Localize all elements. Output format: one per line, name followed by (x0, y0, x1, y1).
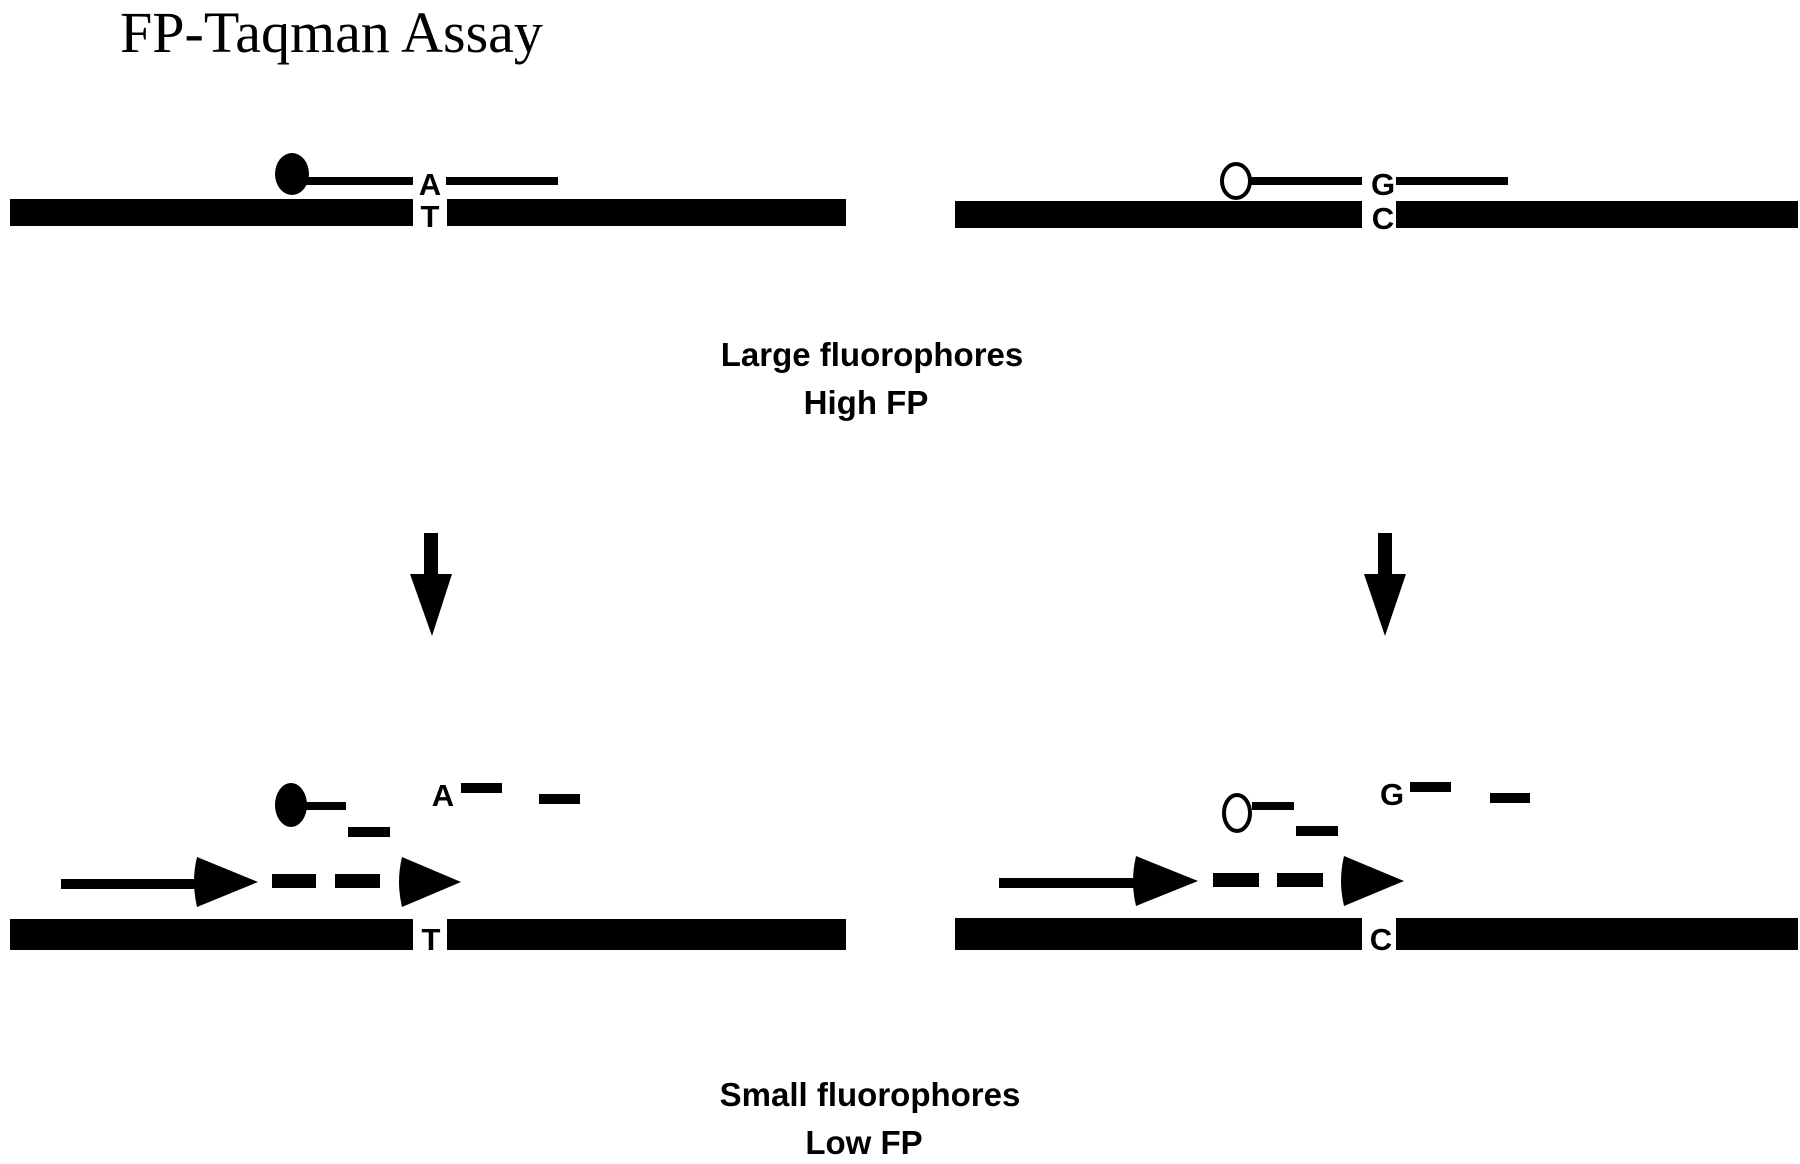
template-base: C (1370, 922, 1392, 957)
top-left-panel: T A (10, 153, 846, 234)
top-right-panel: C G (955, 162, 1798, 236)
probe-fragment (1296, 826, 1338, 836)
caption-after-line2: Low FP (805, 1124, 922, 1161)
probe-line-right (1396, 177, 1508, 185)
template-strand-right-segment (447, 919, 846, 950)
template-base: T (422, 922, 441, 957)
extension-dash (1213, 873, 1259, 887)
right-arrow-icon (399, 857, 461, 907)
extension-dash (1277, 873, 1323, 887)
template-strand-left-segment (955, 918, 1362, 950)
probe-fragment (461, 783, 502, 793)
right-arrow-icon (61, 857, 258, 907)
caption-before-line1: Large fluorophores (721, 336, 1024, 373)
template-strand-left-segment (10, 919, 413, 950)
template-strand-left-segment (955, 201, 1362, 228)
open-circle-icon (1222, 793, 1252, 833)
probe-base: G (1380, 777, 1404, 812)
probe-base: G (1371, 167, 1395, 202)
extension-dash (335, 874, 380, 888)
probe-fragment (348, 827, 390, 837)
template-strand-right-segment (1396, 201, 1798, 228)
template-strand-right-segment (1396, 918, 1798, 950)
probe-base: A (432, 778, 454, 813)
probe-fragment (304, 802, 346, 810)
probe-fragment (539, 794, 580, 804)
probe-base: A (419, 167, 441, 202)
extension-dash (272, 874, 316, 888)
bottom-right-panel: G C (955, 777, 1798, 957)
filled-circle-icon (275, 153, 309, 195)
down-arrow-icon (410, 533, 452, 636)
bottom-left-panel: A T (10, 778, 846, 957)
caption-after-line1: Small fluorophores (720, 1076, 1021, 1113)
probe-fragment (1490, 793, 1530, 803)
filled-circle-icon (275, 783, 307, 827)
template-base: C (1372, 201, 1394, 236)
template-strand-left-segment (10, 199, 413, 226)
template-strand-right-segment (447, 199, 846, 226)
probe-line-right (446, 177, 558, 185)
caption-before-line2: High FP (804, 384, 929, 421)
probe-line-left (305, 177, 413, 185)
template-base: T (421, 199, 440, 234)
right-arrow-icon (1341, 856, 1404, 906)
right-arrow-icon (999, 856, 1198, 906)
down-arrow-icon (1364, 533, 1406, 636)
diagram-title: FP-Taqman Assay (120, 0, 543, 65)
probe-line-left (1250, 177, 1362, 185)
open-circle-icon (1220, 162, 1252, 200)
probe-fragment (1410, 782, 1451, 792)
probe-fragment (1252, 802, 1294, 810)
